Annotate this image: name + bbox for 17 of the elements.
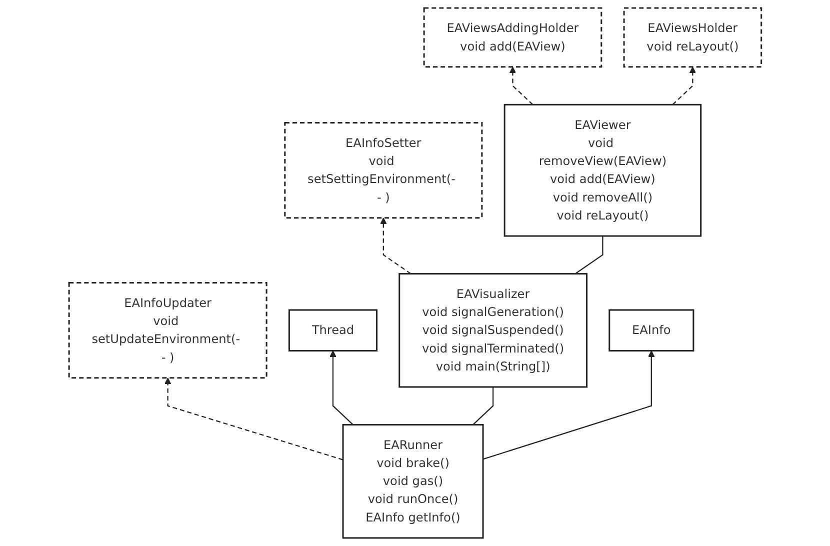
- node-box: EAVisualizer void signalGeneration() void signalSuspended() void signalTerminated() void main(String[]): [398, 273, 588, 388]
- arrow: [482, 350, 655, 460]
- node-box: EARunner void brake() void gas() void runOnce() EAInfo getInfo(): [342, 424, 484, 539]
- connector: [472, 386, 494, 426]
- node-box: EAInfoUpdater void setUpdateEnvironment(- - ): [68, 282, 268, 379]
- arrow: [329, 350, 354, 426]
- node-box: EAInfo: [608, 309, 694, 352]
- connector: [574, 236, 604, 274]
- node-box: EAInfoSetter void setSettingEnvironment(- - ): [284, 122, 482, 219]
- arrow: [672, 66, 696, 106]
- arrow: [509, 66, 533, 106]
- node-box: EAViewer void removeView(EAView) void add(EAView) void removeAll() void reLayout(): [504, 104, 702, 237]
- arrow: [164, 378, 343, 460]
- arrow: [380, 218, 411, 274]
- node-box: EAViewsAddingHolder void add(EAView): [423, 7, 602, 68]
- node-box: Thread: [288, 309, 378, 352]
- node-box: EAViewsHolder void reLayout(): [623, 7, 762, 68]
